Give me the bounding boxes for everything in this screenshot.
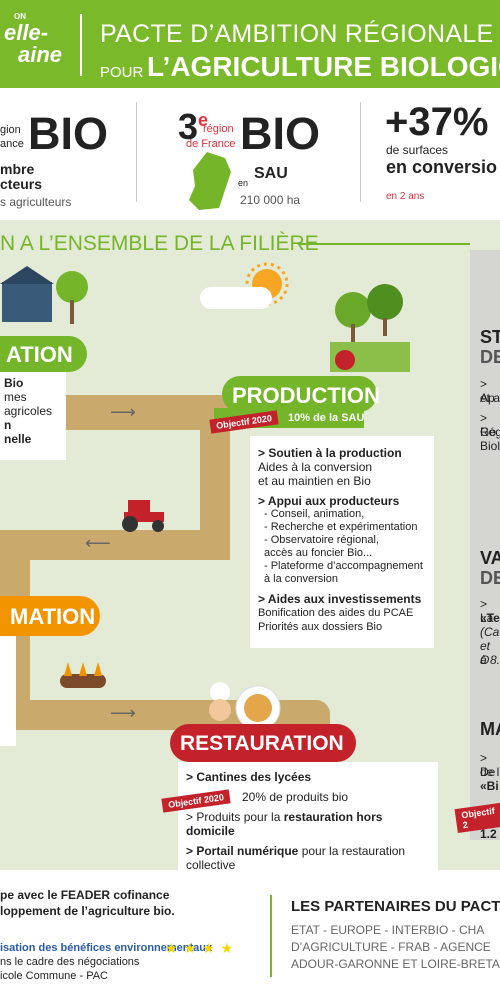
right-column bbox=[470, 250, 500, 840]
header-divider bbox=[80, 14, 82, 76]
right-text: > La bbox=[480, 597, 494, 625]
right-text: à 8. bbox=[480, 653, 500, 667]
right-text: «Bi bbox=[480, 779, 499, 793]
production-objective-value: 10% de la SAU bbox=[288, 412, 365, 424]
right-text: > De bbox=[480, 751, 496, 779]
arrow-right-icon: ⟶ bbox=[110, 703, 136, 723]
school-icon bbox=[0, 266, 88, 324]
footer-text: icole Commune - PAC bbox=[0, 970, 108, 982]
right-text: Biol bbox=[480, 439, 500, 453]
stat2-region: région bbox=[203, 123, 234, 135]
production-label: PRODUCTION bbox=[222, 376, 380, 412]
right-heading-st: ST bbox=[480, 327, 500, 347]
stat2-sau: SAU bbox=[254, 165, 288, 182]
stat-divider bbox=[136, 102, 137, 202]
stat3-line3: en 2 ans bbox=[386, 191, 425, 202]
stat1-france: ance bbox=[0, 138, 24, 150]
right-heading-va: VA bbox=[480, 548, 500, 568]
footer-text: ns le cadre des négociations bbox=[0, 956, 140, 968]
tractor-icon bbox=[122, 500, 164, 532]
restauration-label: RESTAURATION bbox=[170, 724, 356, 762]
right-heading-de: DE bbox=[480, 568, 500, 588]
orchard-icon bbox=[330, 284, 410, 372]
footer-text: loppement de l’agriculture bio. bbox=[0, 904, 175, 918]
right-text: 1.2 bbox=[480, 827, 497, 841]
page-title-line1: PACTE D’AMBITION RÉGIONALE bbox=[100, 20, 494, 48]
partners-line: ETAT - EUROPE - INTERBIO - CHA bbox=[291, 923, 485, 937]
cloud-icon bbox=[200, 287, 272, 309]
stats-band bbox=[0, 88, 500, 218]
eu-stars-icon: ★★★★ bbox=[165, 940, 240, 956]
transformation-label: MATION bbox=[0, 596, 100, 636]
stat1-region: gion bbox=[0, 124, 21, 136]
transformation-card bbox=[0, 636, 16, 746]
banner-line bbox=[298, 243, 470, 245]
chef-icon bbox=[209, 682, 281, 731]
footer-text: pe avec le FEADER cofinance bbox=[0, 888, 170, 902]
stat1-bio: BIO bbox=[28, 108, 109, 159]
right-text: Rég bbox=[480, 425, 500, 439]
right-heading-de: DE bbox=[480, 347, 500, 367]
partners-title: LES PARTENAIRES DU PACTE bbox=[291, 898, 500, 915]
stat2-en: en bbox=[238, 178, 249, 188]
stat3-line2: en conversio bbox=[386, 157, 498, 177]
right-text: > Ap bbox=[480, 377, 495, 405]
footer-divider bbox=[270, 895, 272, 977]
right-text: et O bbox=[480, 639, 491, 667]
right-text: et a bbox=[480, 391, 500, 405]
partners-line: ADOUR-GARONNE ET LOIRE-BRETA bbox=[291, 957, 500, 971]
restauration-card: > Cantines des lycées 20% de produits bi… bbox=[178, 762, 438, 872]
stat1-line1: mbre bbox=[0, 161, 35, 177]
formation-label: ATION bbox=[0, 336, 87, 372]
carrots-icon bbox=[60, 662, 106, 688]
footer bbox=[0, 870, 500, 1000]
right-text: de l bbox=[480, 765, 500, 779]
stat2-area: 210 000 ha bbox=[240, 193, 301, 207]
right-text: (Ca bbox=[480, 625, 500, 639]
right-text: > Go bbox=[480, 411, 497, 439]
partners-line: D’AGRICULTURE - FRAB - AGENCE bbox=[291, 940, 491, 954]
arrow-left-icon: ⟵ bbox=[85, 533, 111, 553]
stat2-bio: BIO bbox=[240, 108, 321, 159]
production-card: > Soutien à la production Aides à la con… bbox=[250, 436, 434, 648]
stat1-line2: cteurs bbox=[0, 176, 43, 192]
region-map-icon bbox=[189, 152, 231, 210]
stat2-rank: 3e bbox=[178, 106, 209, 147]
right-text: «Te bbox=[480, 611, 500, 625]
section-banner-title: N A L’ENSEMBLE DE LA FILIÈRE bbox=[0, 232, 319, 255]
footer-text: isation des bénéfices environnementaux bbox=[0, 942, 213, 954]
page-title-line2: L’AGRICULTURE BIOLOGIQ bbox=[147, 51, 500, 82]
stat1-line3: s agriculteurs bbox=[0, 195, 72, 209]
stat2-france: de France bbox=[186, 138, 236, 150]
road bbox=[0, 530, 230, 560]
formation-card: Bio mes agricoles n nelle bbox=[0, 372, 66, 460]
stat-divider bbox=[360, 102, 361, 202]
region-logo: ON elle- aine bbox=[4, 12, 63, 67]
stat3-value: +37% bbox=[385, 100, 489, 144]
right-heading-ma: MA bbox=[480, 719, 500, 739]
arrow-right-icon: ⟶ bbox=[110, 402, 136, 422]
page-title-pour: POUR bbox=[100, 64, 144, 81]
stat3-line1: de surfaces bbox=[386, 143, 449, 157]
header-banner bbox=[0, 0, 500, 88]
